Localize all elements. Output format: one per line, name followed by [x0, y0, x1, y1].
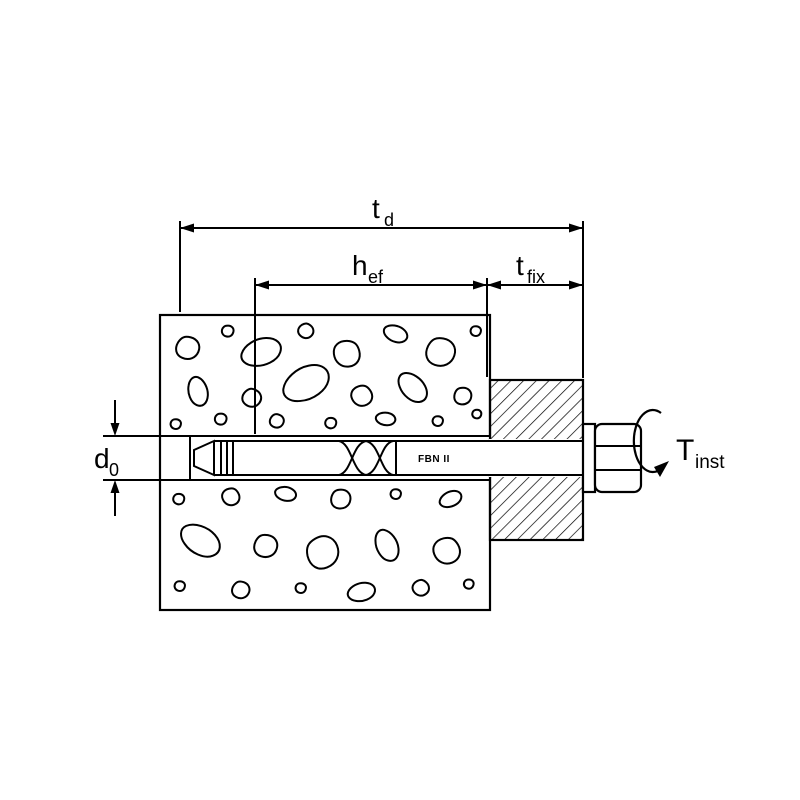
- aggregate-stone: [469, 325, 482, 337]
- hex-nut: [593, 422, 643, 494]
- aggregate-stone: [324, 417, 338, 430]
- arrowhead-left-icon: [180, 223, 194, 233]
- label-td-sub: d: [384, 210, 394, 230]
- fastening: [581, 422, 643, 494]
- aggregate-stone: [463, 578, 475, 590]
- label-td-main: t: [372, 193, 380, 224]
- aggregate-stone: [431, 415, 444, 427]
- aggregate-stone: [172, 493, 186, 506]
- label-d0-sub: 0: [109, 460, 119, 480]
- aggregate-stone: [389, 488, 402, 500]
- aggregate-stone: [294, 582, 307, 594]
- dimension-hef: h ef: [254, 250, 488, 434]
- torque-rotation-arrow: [632, 408, 662, 474]
- aggregate-stone: [169, 418, 182, 430]
- arrowhead-right-icon: [569, 223, 583, 233]
- expansion-clip: [338, 440, 397, 476]
- aggregate-stone: [173, 580, 186, 592]
- aggregate-stone: [471, 409, 483, 420]
- label-tfix-sub: fix: [527, 267, 545, 287]
- washer: [581, 422, 597, 494]
- torque-arrowhead-icon: [654, 461, 669, 477]
- torque-symbol: T inst: [632, 408, 725, 477]
- arrowhead-left-icon: [487, 280, 501, 290]
- label-hef-sub: ef: [368, 267, 384, 287]
- dimension-d0: d 0: [94, 400, 190, 516]
- arrowhead-up-icon: [110, 480, 120, 493]
- label-tinst-main: T: [676, 434, 694, 467]
- aggregate-stone: [330, 488, 352, 510]
- arrowhead-down-icon: [110, 423, 120, 436]
- expansion-collar: [220, 441, 234, 475]
- label-tfix-main: t: [516, 250, 524, 281]
- label-hef-main: h: [352, 250, 368, 281]
- anchor-marking-text: FBN II: [418, 454, 450, 465]
- arrowhead-left-icon: [255, 280, 269, 290]
- label-d0-main: d: [94, 443, 110, 474]
- aggregate-stone: [453, 387, 473, 406]
- dimension-tfix: t fix: [487, 250, 583, 290]
- dimension-td: t d: [179, 193, 584, 378]
- arrowhead-right-icon: [569, 280, 583, 290]
- label-tinst-sub: inst: [695, 452, 725, 473]
- aggregate-stone: [213, 412, 228, 426]
- anchor-bolt: FBN II: [193, 439, 585, 477]
- aggregate-stone: [220, 324, 235, 338]
- arrowhead-right-icon: [473, 280, 487, 290]
